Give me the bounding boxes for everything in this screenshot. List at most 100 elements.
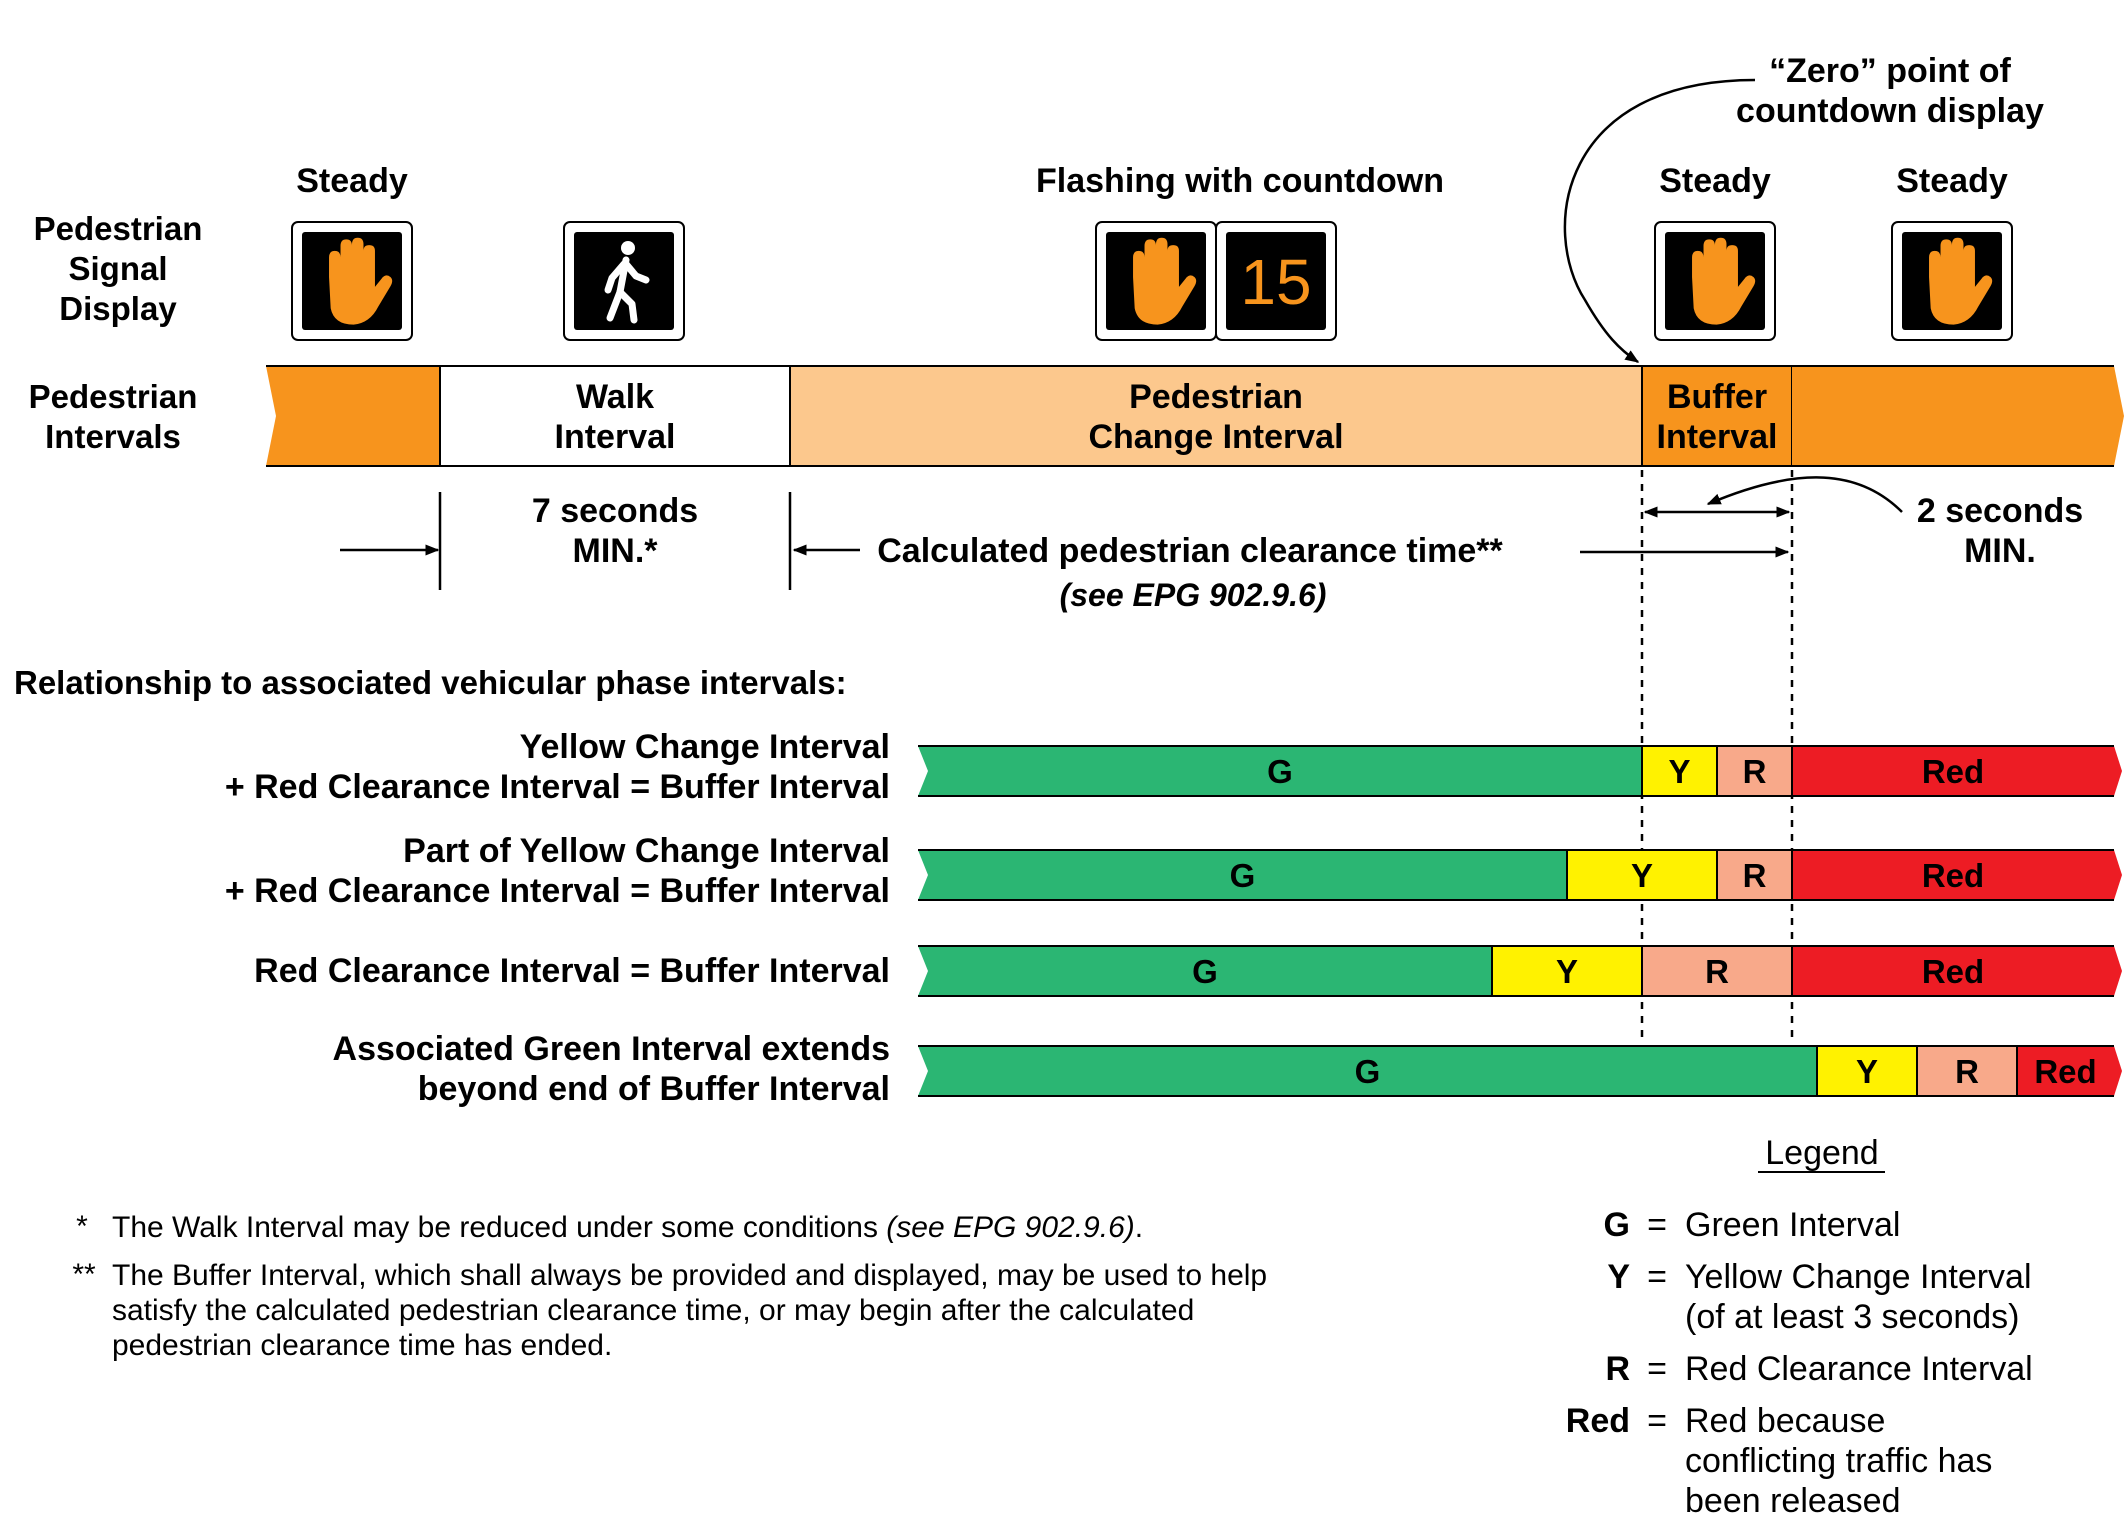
legend-text-g-1: Green Interval (1685, 1206, 1900, 1244)
pedestrian-intervals-row-label: Pedestrian Intervals (29, 378, 198, 455)
green-segment-label: G (1230, 857, 1256, 894)
zero-point-label-line-1: “Zero” point of (1769, 52, 2011, 90)
row2-label-line-2: + Red Clearance Interval = Buffer Interv… (225, 872, 890, 910)
buffer-interval-segment (1641, 365, 1793, 467)
walking-person-icon (604, 241, 650, 324)
flashing-heading: Flashing with countdown (1036, 162, 1444, 200)
red-clearance-segment-label: R (1743, 857, 1767, 894)
pedestrian-intervals-bar: Walk Interval Pedestrian Change Interval… (266, 365, 2124, 467)
red-segment (1792, 946, 2122, 996)
red-segment-label: Red (1922, 857, 1984, 894)
red-clearance-segment-label: R (1955, 1053, 1979, 1090)
red-segment-label: Red (1922, 753, 1984, 790)
red-clearance-segment-label: R (1743, 753, 1767, 790)
red-segment-label: Red (2034, 1053, 2096, 1090)
countdown-display: 15 (1215, 221, 1337, 341)
vehicular-row-labels: Yellow Change Interval + Red Clearance I… (225, 728, 890, 1108)
vehicular-bar-row-4: G Y R Red (918, 1045, 2122, 1097)
buffer-min-pointer (1706, 476, 1903, 513)
signal-label-line-2: Signal (68, 250, 167, 287)
clearance-label: Calculated pedestrian clearance time** (877, 532, 1503, 570)
red-clearance-segment (1642, 946, 1792, 996)
steady-heading-1: Steady (296, 162, 408, 200)
buffer-min-line-1: 2 seconds (1917, 492, 2083, 530)
vehicular-bar-row-1: G Y R Red (918, 745, 2122, 797)
green-segment (918, 1046, 1817, 1096)
legend-text-y-2: (of at least 3 seconds) (1685, 1298, 2020, 1336)
walk-interval-label-2: Interval (555, 418, 676, 456)
walk-min-line-1: 7 seconds (532, 492, 698, 530)
red-segment (2017, 1046, 2122, 1096)
row4-label-line-1: Associated Green Interval extends (333, 1030, 890, 1068)
footnote-2-line-2: satisfy the calculated pedestrian cleara… (112, 1294, 1194, 1327)
steady-hand-signal-2 (1654, 221, 1776, 341)
intervals-label-line-1: Pedestrian (29, 378, 198, 415)
vehicular-bar-row-2: G Y R Red (918, 849, 2122, 901)
legend-text-r-1: Red Clearance Interval (1685, 1350, 2033, 1388)
yellow-segment (1567, 850, 1717, 900)
row4-label-line-2: beyond end of Buffer Interval (418, 1070, 890, 1108)
steady-hand-signal-1 (291, 221, 413, 341)
buffer-interval-label-1: Buffer (1667, 378, 1767, 416)
red-segment (1792, 850, 2122, 900)
walk-interval-label-1: Walk (576, 378, 654, 416)
green-segment (918, 946, 1492, 996)
legend-equals-g: = (1647, 1206, 1667, 1244)
buffer-interval-label-2: Interval (1657, 418, 1778, 456)
zero-point-label-line-2: countdown display (1736, 92, 2044, 130)
vehicular-bar-row-3: G Y R Red (918, 945, 2122, 997)
buffer-min-line-2: MIN. (1964, 532, 2036, 570)
change-interval-segment (789, 365, 1643, 467)
legend-text-red-1: Red because (1685, 1402, 1885, 1440)
steady-heading-2: Steady (1659, 162, 1771, 200)
change-interval-label-2: Change Interval (1088, 418, 1343, 456)
intervals-label-line-2: Intervals (45, 418, 181, 455)
red-clearance-segment-label: R (1705, 953, 1729, 990)
yellow-segment (1642, 746, 1717, 796)
red-clearance-segment (1717, 850, 1792, 900)
clearance-ref: (see EPG 902.9.6) (1060, 577, 1327, 613)
red-segment (1792, 746, 2122, 796)
legend-title: Legend (1765, 1134, 1878, 1172)
footnote-1-ref: (see EPG 902.9.6) (886, 1211, 1134, 1244)
change-interval-label-1: Pedestrian (1129, 378, 1303, 416)
legend-key-r: R (1605, 1350, 1630, 1388)
green-segment (918, 746, 1642, 796)
red-segment-label: Red (1922, 953, 1984, 990)
dont-walk-segment-start (266, 366, 440, 466)
green-segment-label: G (1192, 953, 1218, 990)
vehicular-heading: Relationship to associated vehicular pha… (14, 664, 847, 701)
yellow-segment-label: Y (1668, 753, 1690, 790)
footnote-2-line-3: pedestrian clearance time has ended. (112, 1329, 612, 1362)
footnote-2-line-1: The Buffer Interval, which shall always … (112, 1259, 1267, 1292)
countdown-value: 15 (1240, 246, 1311, 318)
zero-point-arrow (1563, 78, 1756, 364)
red-clearance-segment (1717, 746, 1792, 796)
row3-label-line-1: Red Clearance Interval = Buffer Interval (254, 952, 890, 990)
legend-key-y: Y (1607, 1258, 1630, 1296)
dont-walk-segment-end (1792, 366, 2124, 466)
legend-key-g: G (1604, 1206, 1630, 1244)
yellow-segment-label: Y (1856, 1053, 1878, 1090)
row1-label-line-2: + Red Clearance Interval = Buffer Interv… (225, 768, 890, 806)
flashing-hand-signal (1095, 221, 1217, 341)
walk-signal (563, 221, 685, 341)
green-segment-label: G (1355, 1053, 1381, 1090)
walk-min-line-2: MIN.* (573, 532, 659, 570)
yellow-segment (1492, 946, 1642, 996)
footnote-1-mark: * (76, 1210, 88, 1243)
yellow-segment-label: Y (1556, 953, 1578, 990)
legend-equals-red: = (1647, 1402, 1667, 1440)
signal-display-row-label: Pedestrian Signal Display (34, 210, 203, 327)
footnotes: * The Walk Interval may be reduced under… (72, 1210, 1267, 1362)
red-clearance-segment (1917, 1046, 2017, 1096)
legend-equals-r: = (1647, 1350, 1667, 1388)
legend-text-red-3: been released (1685, 1482, 1901, 1520)
footnote-2-mark: ** (72, 1258, 96, 1291)
green-segment-label: G (1267, 753, 1293, 790)
footnote-1: The Walk Interval may be reduced under s… (112, 1211, 1143, 1244)
yellow-segment-label: Y (1631, 857, 1653, 894)
footnote-1-text: The Walk Interval may be reduced under s… (112, 1211, 886, 1244)
legend: Legend G = Green Interval Y = Yellow Cha… (1566, 1134, 2033, 1520)
